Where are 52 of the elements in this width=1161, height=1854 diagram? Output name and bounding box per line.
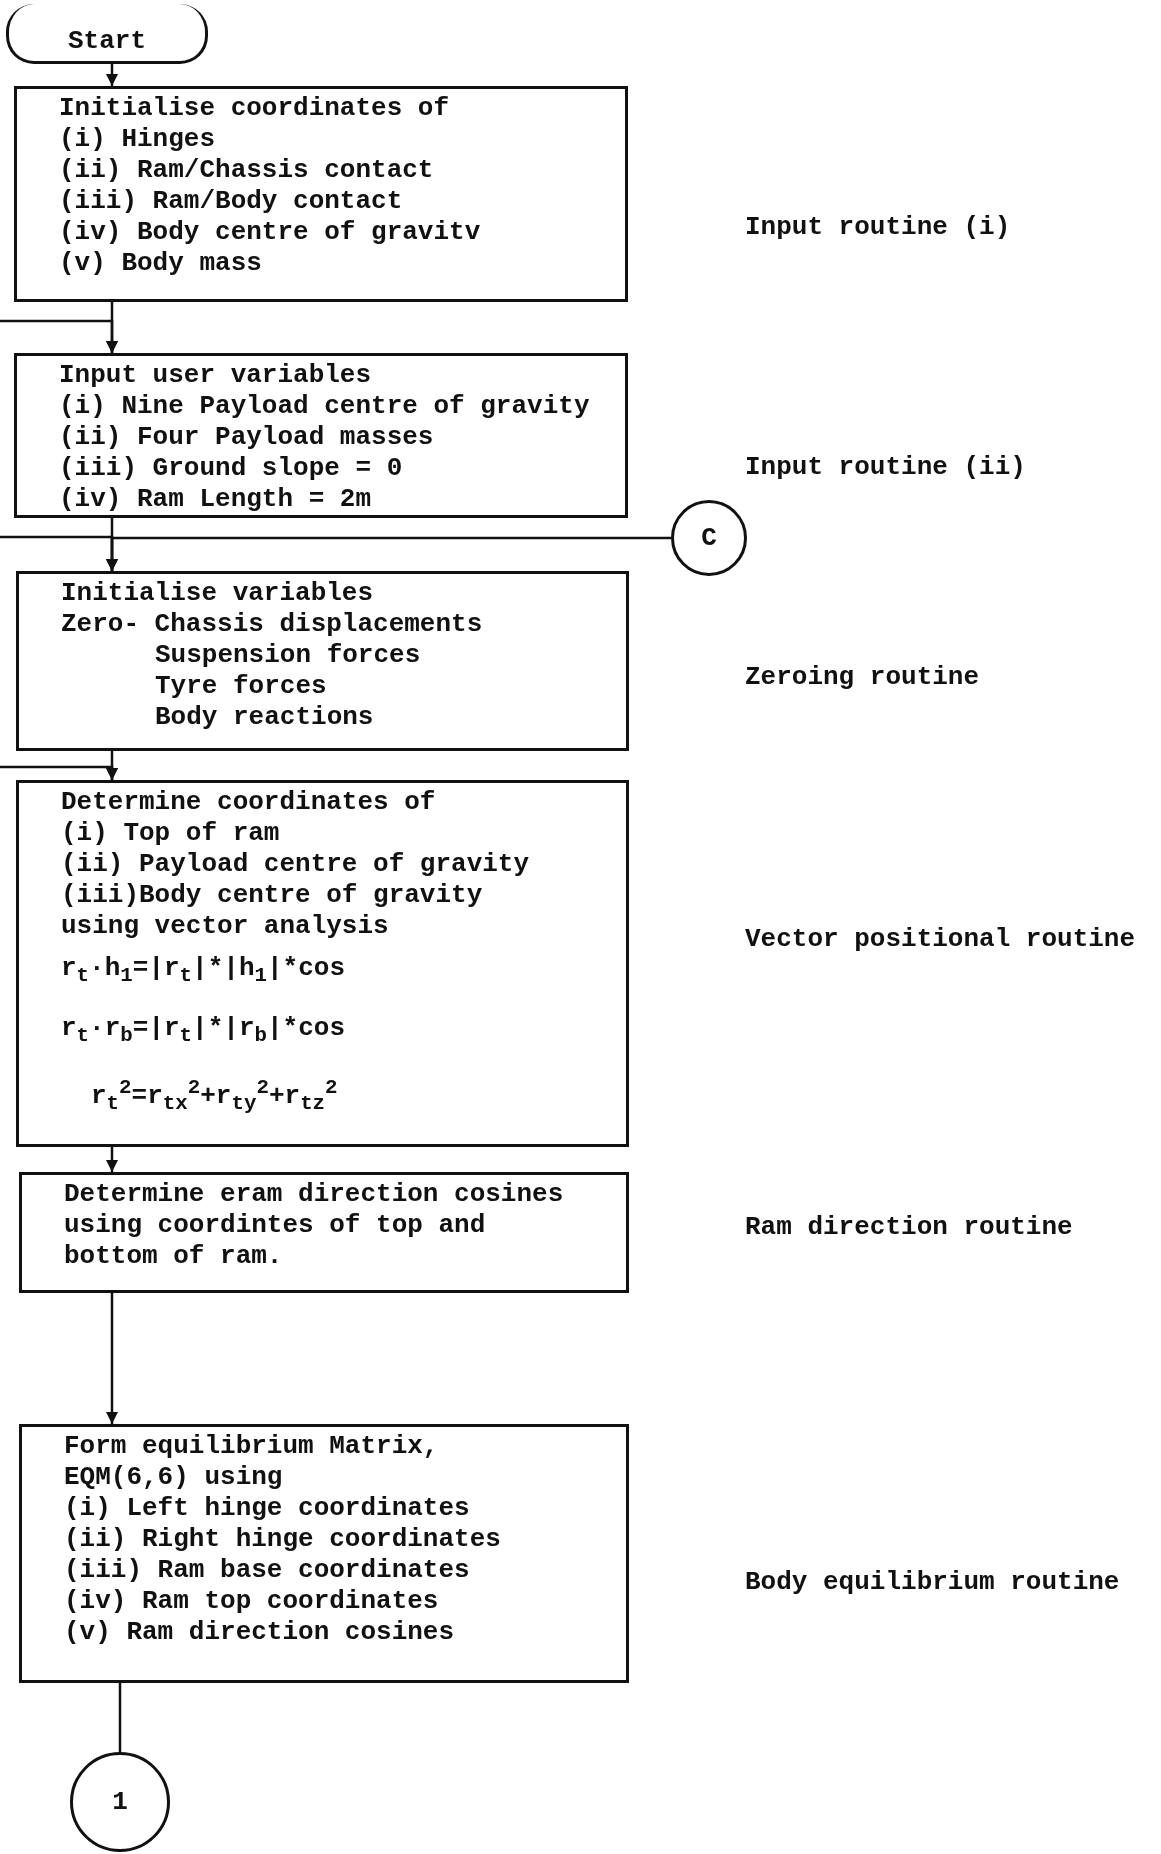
step-text: (ii) Payload centre of gravity [61, 849, 530, 880]
step-text: Initialise variables [61, 578, 374, 609]
step-text: Body reactions [154, 702, 374, 733]
step-text: Input user variables [59, 360, 372, 391]
arrow [0, 765, 119, 780]
step-text: Tyre forces [154, 671, 327, 702]
connector-label: C [701, 522, 717, 554]
step-text: (iii)Body centre of gravity [61, 880, 483, 911]
process-box [14, 86, 628, 302]
step-text: (iii) Ram base coordinates [64, 1555, 471, 1586]
step-text: Initialise coordinates of [59, 93, 450, 124]
process-box [16, 780, 629, 1147]
step-text: Determine eram direction cosines using coordintes of top and bottom of ram. [64, 1179, 565, 1272]
process-box [14, 353, 628, 518]
step-text: (iv) Ram top coordinates [64, 1586, 440, 1617]
step-text: Zero- Chassis displacements [61, 609, 483, 640]
routine-label: Vector positional routine [745, 923, 1136, 956]
step-text: (v) Ram direction cosines [64, 1617, 456, 1648]
routine-label: Zeroing routine [745, 661, 980, 694]
routine-label: Input routine (i) [745, 211, 1011, 244]
step-text: (iii) Ground slope = 0 [59, 453, 403, 484]
connector-label: 1 [112, 1786, 128, 1818]
step-text: Suspension forces [154, 640, 421, 671]
arrow [105, 536, 671, 571]
step-text: (ii) Ram/Chassis contact [59, 155, 434, 186]
process-box [16, 571, 629, 751]
step-text: (iii) Ram/Body contact [59, 186, 403, 217]
step-text: (iv) Ram Length = 2m [59, 484, 372, 515]
routine-label: Body equilibrium routine [745, 1566, 1120, 1599]
step-text: (i) Left hinge coordinates [64, 1493, 471, 1524]
step-text: Start [68, 26, 146, 57]
step-text: Determine coordinates of [61, 787, 436, 818]
step-text: (iv) Body centre of gravitv [59, 217, 481, 248]
step-text: (ii) Right hinge coordinates [64, 1524, 502, 1555]
process-box [19, 1424, 629, 1683]
arrow [105, 64, 119, 86]
step-text: (v) Body mass [59, 248, 262, 279]
step-text: Form equilibrium Matrix, EQM(6,6) using [64, 1431, 440, 1493]
step-text: using vector analysis [61, 911, 389, 942]
step-text: (i) Hinges [59, 124, 216, 155]
start-terminal [6, 4, 208, 64]
arrow [0, 319, 119, 353]
step-text: (i) Nine Payload centre of gravity [59, 391, 590, 422]
arrow [105, 1293, 119, 1424]
step-text: (ii) Four Payload masses [59, 422, 434, 453]
formula-text: r$_{t}$·r$_{b}$=|r$_{t}$|*|r$_{b}$|*cos [61, 1012, 345, 1050]
arrow [105, 1147, 119, 1172]
formula-text: r$_{t}$·h$_{1}$=|r$_{t}$|*|h$_{1}$|*cos [61, 952, 345, 990]
process-box [19, 1172, 629, 1293]
routine-label: Ram direction routine [745, 1211, 1073, 1244]
routine-label: Input routine (ii) [745, 451, 1026, 484]
step-text: (i) Top of ram [61, 818, 280, 849]
